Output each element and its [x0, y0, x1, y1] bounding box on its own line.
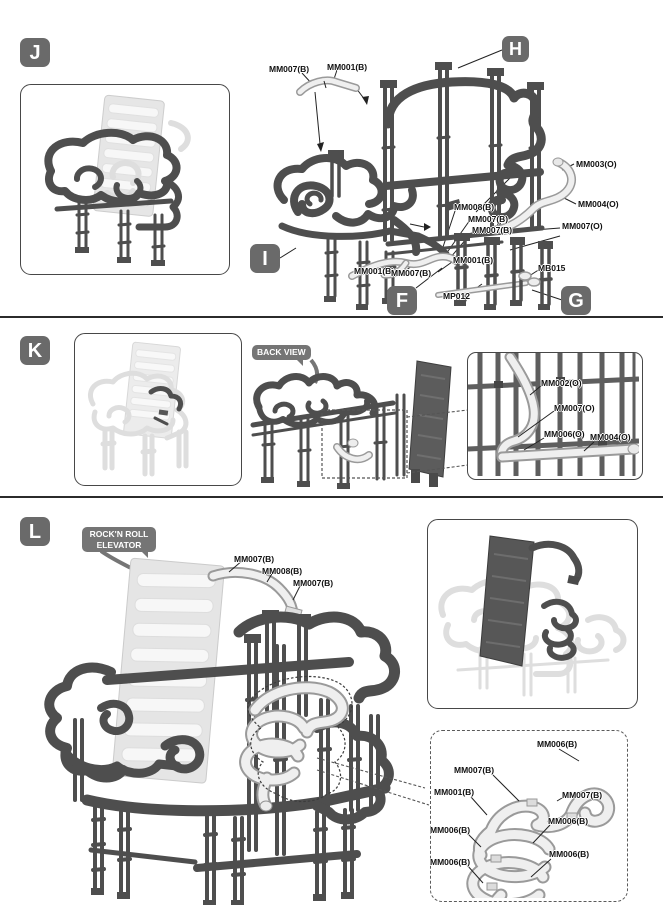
part-label: MM002(O)	[541, 378, 582, 388]
part-label: MM001(B)	[354, 266, 395, 276]
part-label: MM003(O)	[576, 159, 617, 169]
part-label: MM007(B)	[234, 554, 275, 564]
step-k-backview-art	[250, 358, 469, 489]
step-l-badge: L	[20, 517, 50, 546]
step-j-preview-art	[44, 94, 191, 266]
part-label: MM006(B)	[548, 816, 589, 826]
callout-f-badge: F	[387, 286, 417, 315]
part-label: MM008(B)	[262, 566, 303, 576]
section-divider-1	[0, 316, 663, 318]
step-j-badge: J	[20, 38, 50, 67]
part-label: MM008(B)	[454, 202, 495, 212]
part-label: MM006(B)	[549, 849, 590, 859]
part-label: MM001(B)	[327, 62, 368, 72]
rocknroll-line2: ELEVATOR	[96, 539, 142, 550]
rocknroll-elevator-tag: ROCK'N ROLL ELEVATOR	[82, 527, 156, 559]
part-label: MM004(O)	[590, 432, 631, 442]
step-k-preview-art	[88, 341, 189, 477]
callout-h-badge: H	[502, 36, 529, 62]
step-l-detail-box	[430, 730, 628, 902]
part-label: MM007(O)	[562, 221, 603, 231]
part-label: MM001(B)	[453, 255, 494, 265]
step-k-detail-art	[468, 353, 639, 476]
step-k-detail-box	[467, 352, 643, 480]
part-label: MM006(B)	[537, 739, 578, 749]
step-l-assembly-art	[44, 550, 430, 905]
step-l-preview-box	[427, 519, 638, 709]
part-label: MM006(O)	[544, 429, 585, 439]
part-label: MM007(O)	[554, 403, 595, 413]
part-label: MM006(B)	[430, 857, 471, 867]
section-divider-2	[0, 496, 663, 498]
part-label: MM001(B)	[434, 787, 475, 797]
step-k-preview-box	[74, 333, 242, 486]
step-j-assembly-art	[273, 49, 577, 310]
part-label: MM007(B)	[562, 790, 603, 800]
part-label: MP012	[443, 291, 470, 301]
part-label: MM007(B)	[293, 578, 334, 588]
back-view-tag: BACK VIEW	[252, 345, 311, 366]
part-label: MM007(B)	[269, 64, 310, 74]
step-j-preview-box	[20, 84, 230, 275]
part-label: MM004(O)	[578, 199, 619, 209]
part-label: MM007(B)	[472, 225, 513, 235]
part-label: MM007(B)	[468, 214, 509, 224]
step-l-detail-art	[466, 748, 616, 898]
part-label: MB015	[538, 263, 566, 273]
step-k-badge: K	[20, 336, 50, 365]
part-label: MM007(B)	[391, 268, 432, 278]
callout-g-badge: G	[561, 286, 591, 315]
step-l-preview-art	[438, 535, 627, 697]
rocknroll-line1: ROCK'N ROLL	[89, 529, 149, 539]
part-label: MM006(B)	[430, 825, 471, 835]
part-label: MM007(B)	[454, 765, 495, 775]
callout-i-badge: I	[250, 244, 280, 273]
